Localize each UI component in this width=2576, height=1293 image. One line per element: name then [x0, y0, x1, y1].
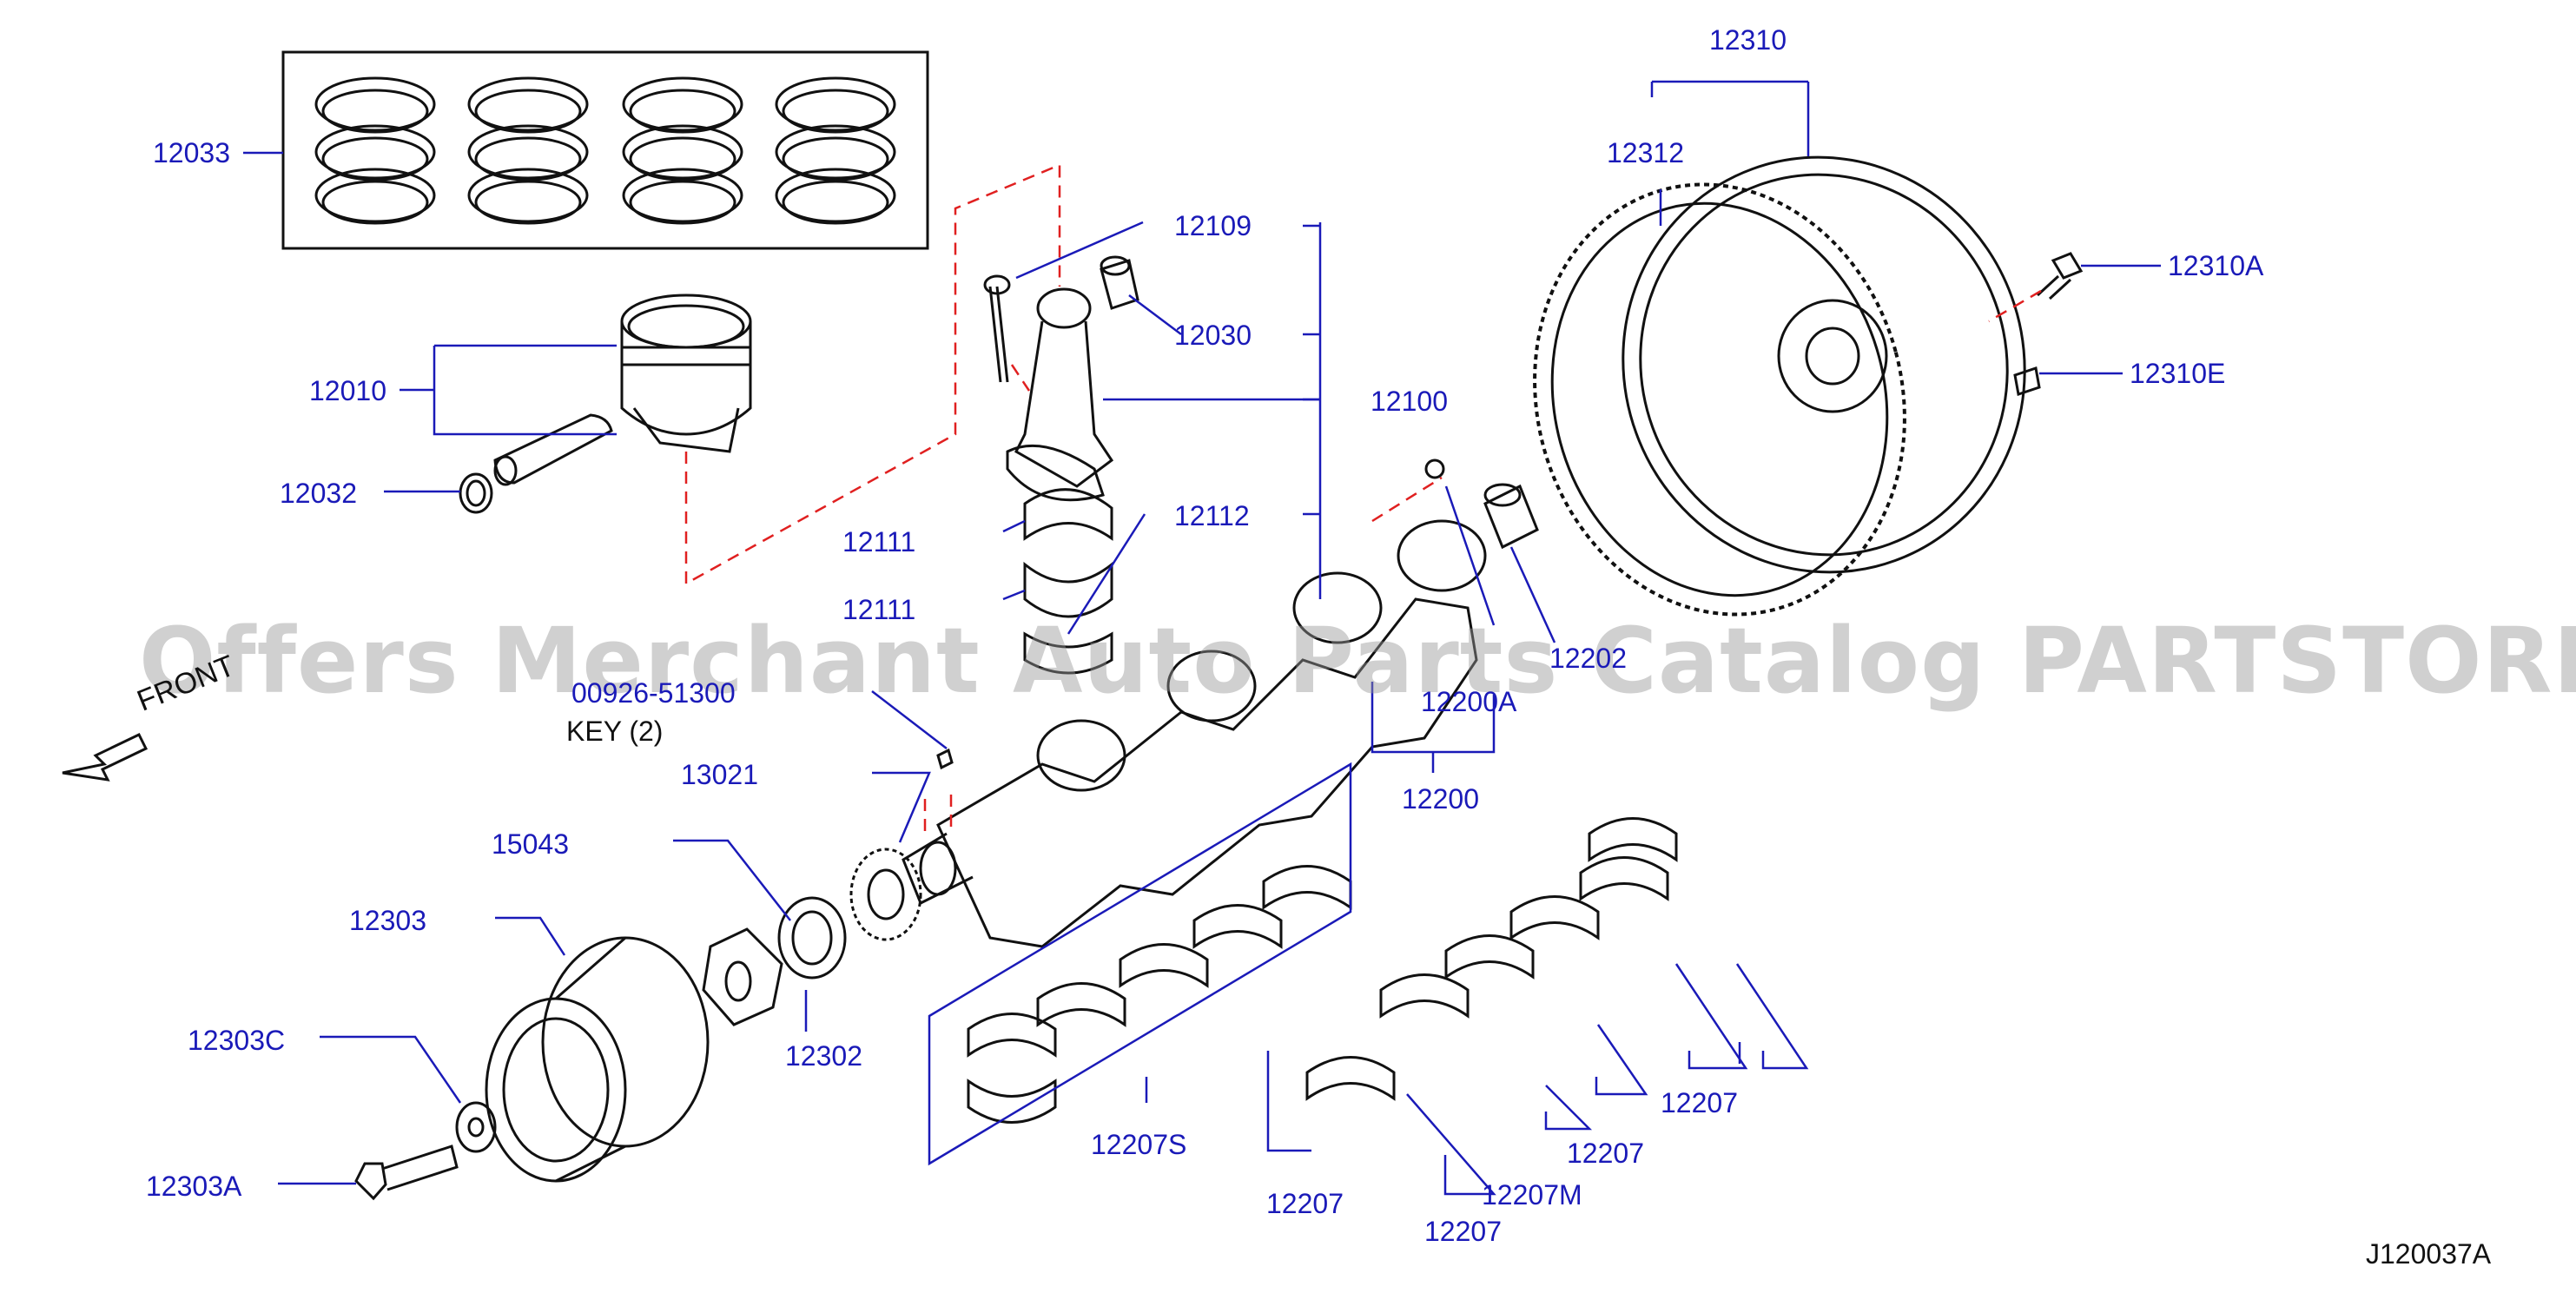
callout-12303A[interactable]: 12303A: [146, 1171, 242, 1202]
crankshaft-pulley: [485, 936, 710, 1183]
crankshaft: [902, 519, 1487, 948]
callout-12202[interactable]: 12202: [1549, 643, 1627, 674]
dowel-pin: [2013, 366, 2041, 396]
callout-12303[interactable]: 12303: [349, 905, 426, 936]
main-bearings-standard: [967, 865, 1352, 1124]
piston: [620, 294, 752, 453]
callout-key-part-number[interactable]: 00926-51300: [571, 677, 736, 709]
crank-spacer: [702, 927, 783, 1026]
rod-bearings: [1023, 488, 1113, 675]
callout-12303C[interactable]: 12303C: [188, 1025, 286, 1056]
callout-12010[interactable]: 12010: [309, 375, 386, 406]
callout-12207-c[interactable]: 12207: [1567, 1138, 1644, 1169]
callout-12207M[interactable]: 12207M: [1482, 1179, 1582, 1211]
callout-12302[interactable]: 12302: [785, 1040, 862, 1072]
callout-12100[interactable]: 12100: [1371, 386, 1448, 417]
leader-lines: [243, 80, 2161, 1196]
ring-gear: [1533, 182, 1906, 617]
callout-12310[interactable]: 12310: [1709, 24, 1787, 56]
piston-pin: [493, 413, 613, 486]
front-oil-seal: [777, 896, 847, 980]
pilot-bushing: [1483, 483, 1539, 550]
callout-12207-d[interactable]: 12207: [1661, 1087, 1738, 1118]
flywheel-bolt: [2036, 252, 2084, 300]
pulley-bolt: [354, 1145, 459, 1201]
callout-12033[interactable]: 12033: [153, 137, 230, 168]
callout-13021[interactable]: 13021: [681, 759, 758, 790]
alignment-lines: [684, 163, 2042, 834]
main-bearings-select: [1305, 817, 1678, 1101]
callout-12111-lower[interactable]: 12111: [842, 594, 916, 625]
connecting-rod: [983, 274, 1114, 502]
callout-12207-b[interactable]: 12207: [1424, 1216, 1502, 1247]
callout-12200A[interactable]: 12200A: [1421, 686, 1517, 717]
callout-12312[interactable]: 12312: [1607, 137, 1684, 168]
callout-12310E[interactable]: 12310E: [2130, 358, 2226, 389]
main-bearing-frame: [928, 762, 1352, 1166]
callout-15043[interactable]: 15043: [492, 828, 569, 860]
callout-12310A[interactable]: 12310A: [2168, 250, 2264, 281]
callout-12112[interactable]: 12112: [1174, 500, 1250, 531]
callout-12200[interactable]: 12200: [1402, 783, 1479, 815]
callout-12111-upper[interactable]: 12111: [842, 526, 916, 557]
woodruff-key: [936, 748, 954, 770]
key-label: KEY (2): [566, 716, 664, 747]
callout-12109[interactable]: 12109: [1174, 210, 1252, 241]
reference-code: J120037A: [2366, 1238, 2492, 1270]
piston-rings: [314, 76, 896, 225]
callout-12032[interactable]: 12032: [280, 478, 357, 509]
crank-sprocket: [849, 848, 922, 941]
snap-ring: [459, 472, 493, 514]
flywheel: [1622, 155, 2026, 574]
piston-ring-set-frame: [281, 50, 929, 250]
callout-12030[interactable]: 12030: [1174, 320, 1252, 351]
callout-12207S[interactable]: 12207S: [1091, 1129, 1187, 1160]
pulley-washer: [455, 1101, 497, 1153]
small-end-bushing: [1100, 255, 1139, 310]
front-arrow-icon: [62, 733, 149, 782]
crank-plug: [1424, 458, 1445, 479]
callout-12207-a[interactable]: 12207: [1266, 1188, 1344, 1219]
